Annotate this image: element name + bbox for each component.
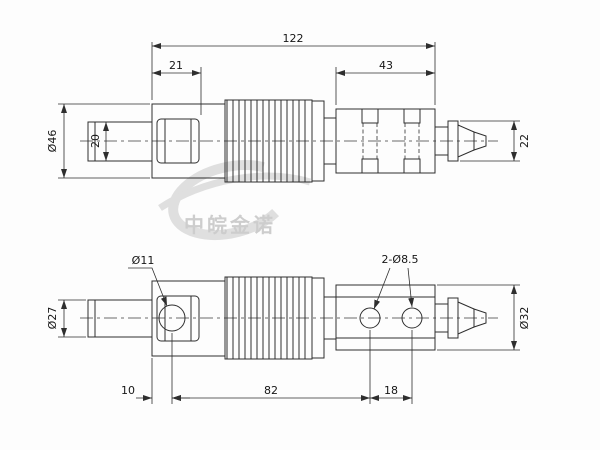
dim-mount-holes-label: 2-Ø8.5 [381, 253, 418, 266]
left-block [151, 280, 226, 357]
left-boss [156, 118, 200, 164]
top-view [80, 99, 498, 183]
logo-ring [168, 160, 292, 240]
top-view-dimensions: 122 21 43 Ø46 20 22 [46, 32, 531, 179]
cable-connector [434, 297, 487, 339]
watermark-company-text: 中皖金诺 [184, 213, 276, 237]
dim-right-block-width-label: 43 [379, 59, 393, 72]
bottom-view [80, 276, 498, 360]
bottom-view-dimensions: Ø11 2-Ø8.5 Ø27 Ø32 10 82 18 [46, 253, 531, 404]
dim-shaft-diameter-label: Ø27 [46, 307, 59, 330]
dim-hole-offset-label: 10 [121, 384, 135, 397]
left-boss [156, 295, 200, 342]
mount-hole-1 [359, 307, 381, 329]
dim-hole-pitch-label: 18 [384, 384, 398, 397]
mount-hole-2 [401, 307, 423, 329]
cable-connector [434, 120, 487, 162]
dim-left-boss-width-label: 21 [169, 59, 183, 72]
left-hole [158, 304, 186, 332]
left-shaft [87, 299, 153, 338]
dim-left-hole-diameter-label: Ø11 [132, 254, 155, 267]
dim-block-diameter-label: Ø32 [518, 307, 531, 330]
dim-overall-length-label: 122 [283, 32, 304, 45]
dim-body-diameter-label: Ø46 [46, 130, 59, 153]
dim-hole-span-label: 82 [264, 384, 278, 397]
right-block [335, 284, 436, 351]
dim-connector-diameter-label: 22 [518, 134, 531, 148]
dim-shaft-bore-label: 20 [89, 134, 102, 148]
